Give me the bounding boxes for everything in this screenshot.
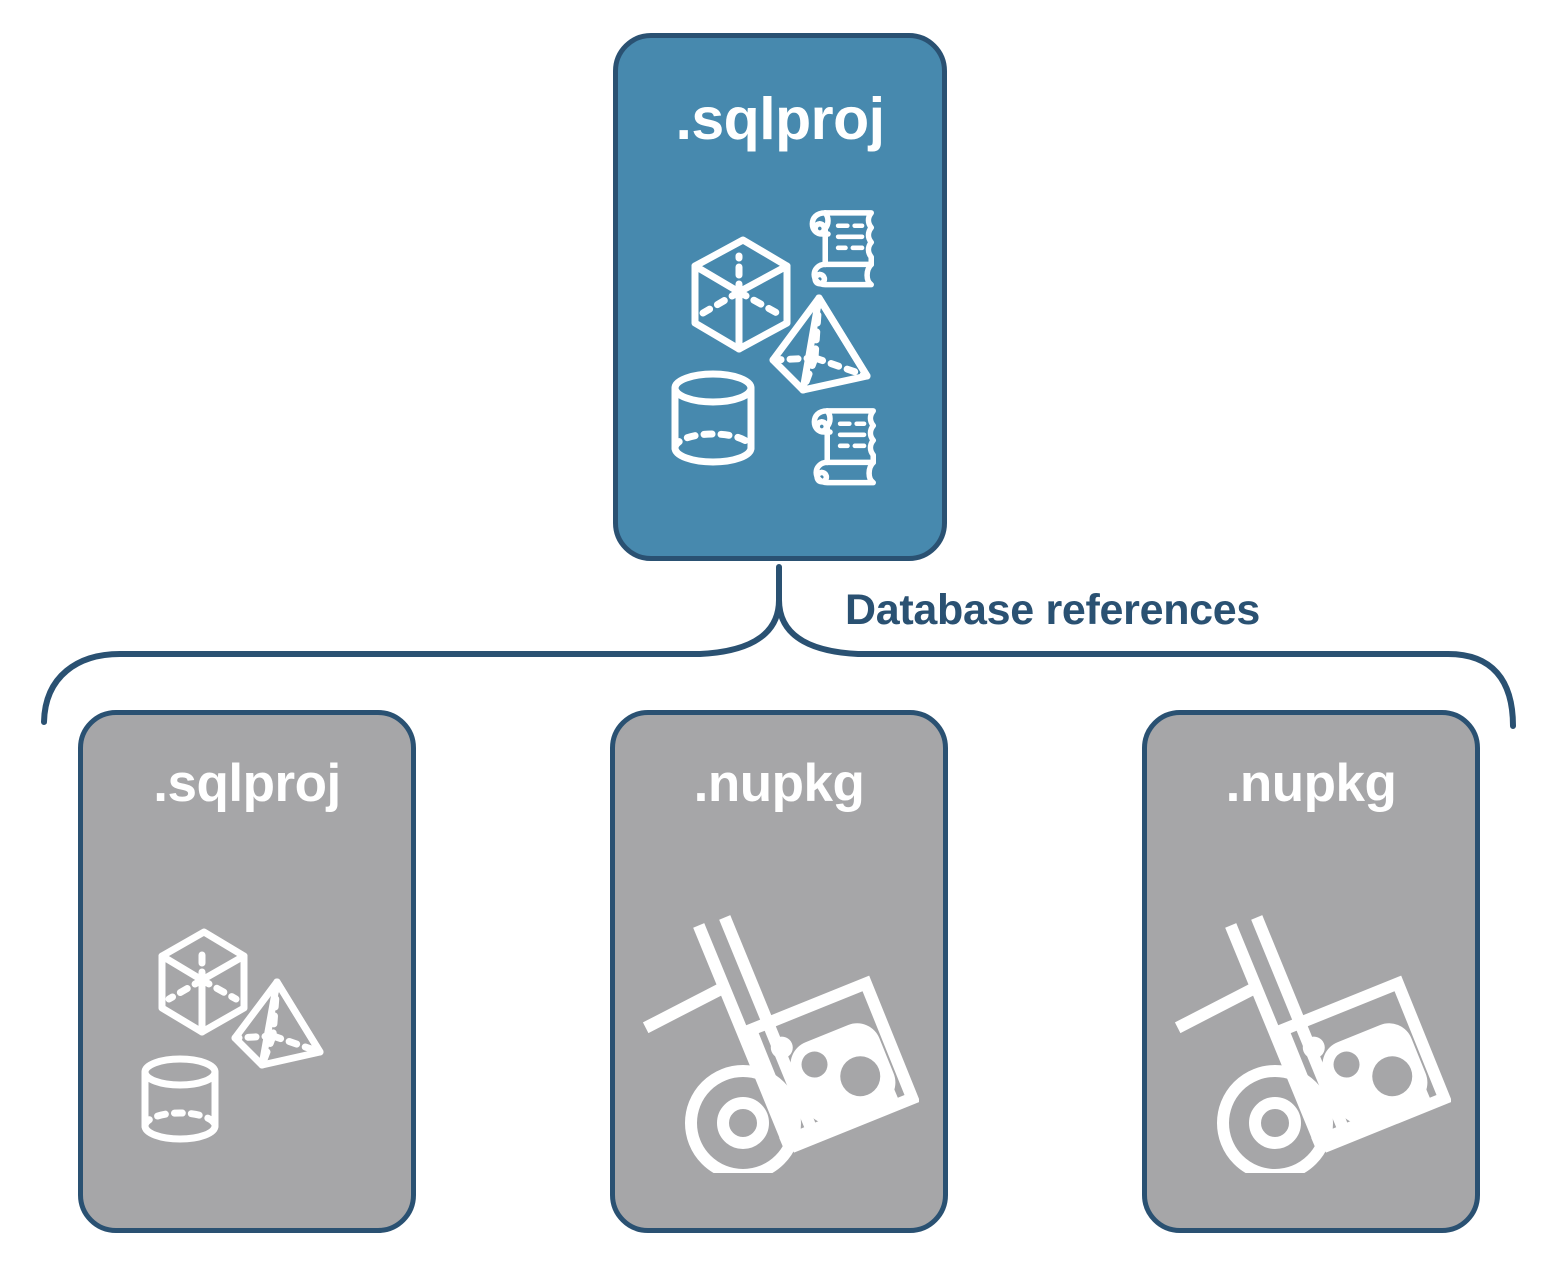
hand-truck-package-icon	[642, 915, 919, 1173]
node-ref-sqlproj[interactable]: .sqlproj	[78, 710, 416, 1233]
cylinder-wireframe-icon	[671, 370, 755, 465]
node-root-icon-group	[618, 149, 942, 556]
scroll-script-icon	[811, 407, 877, 485]
node-ref-nupkg-1-icon-group	[615, 810, 943, 1228]
node-ref-nupkg-2[interactable]: .nupkg	[1142, 710, 1480, 1233]
node-root-sqlproj[interactable]: .sqlproj	[613, 33, 947, 561]
scroll-script-icon	[809, 209, 875, 287]
root-icon-cluster	[671, 209, 877, 485]
cube-wireframe-icon	[158, 928, 248, 1036]
node-ref-nupkg-1[interactable]: .nupkg	[610, 710, 948, 1233]
cube-wireframe-icon	[691, 236, 791, 352]
pyramid-wireframe-icon	[769, 294, 871, 393]
brace-label-database-references: Database references	[845, 586, 1260, 634]
package-box	[1275, 975, 1451, 1153]
node-ref-sqlproj-icon-group	[83, 810, 411, 1228]
node-ref-nupkg-1-title: .nupkg	[693, 754, 865, 813]
package-box	[743, 975, 919, 1153]
sqlproj-icon-cluster	[141, 928, 324, 1143]
pyramid-wireframe-icon	[231, 978, 324, 1069]
node-root-title: .sqlproj	[675, 86, 885, 152]
node-ref-nupkg-2-title: .nupkg	[1225, 754, 1397, 813]
hand-truck-package-icon	[1174, 915, 1451, 1173]
node-ref-sqlproj-title: .sqlproj	[153, 754, 341, 813]
node-ref-nupkg-2-icon-group	[1147, 810, 1475, 1228]
cylinder-wireframe-icon	[141, 1055, 219, 1143]
